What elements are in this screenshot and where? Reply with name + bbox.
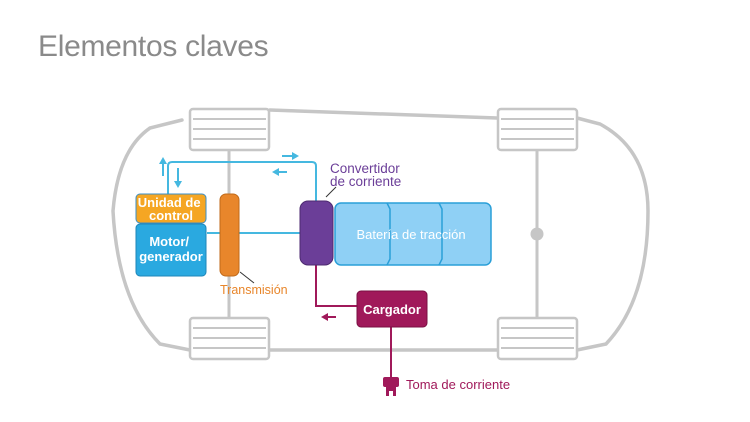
control-unit-box [135, 193, 207, 224]
converter-leader [325, 186, 337, 198]
wheel-rear-right [496, 316, 579, 361]
battery-label: Batería de tracción [356, 227, 465, 242]
wheel-rear-left [496, 107, 579, 152]
converter-label: Convertidor de corriente [330, 161, 404, 189]
charger-label: Cargador [363, 302, 421, 317]
control-unit-label: Unidad de control [138, 195, 204, 223]
plug-icon [383, 377, 399, 396]
battery-pack [334, 202, 492, 266]
page-title: Elementos claves [38, 30, 269, 63]
connection-lines [167, 161, 317, 234]
motor-generator-box [135, 223, 207, 277]
transmission-box [219, 193, 240, 277]
arrow-icon [321, 313, 328, 321]
converter-box [299, 200, 334, 266]
motor-generator-label: Motor/ generador [139, 234, 203, 264]
arrow-icon [159, 152, 299, 188]
charger-box [356, 290, 428, 328]
transmission-leader [239, 271, 255, 284]
wheel-front-left [188, 107, 271, 152]
car-body-outline [111, 108, 650, 352]
wheel-front-right [188, 316, 271, 361]
transmission-label: Transmisión [220, 283, 288, 297]
rear-axle-hub [530, 227, 544, 241]
socket-label: Toma de corriente [406, 377, 510, 392]
